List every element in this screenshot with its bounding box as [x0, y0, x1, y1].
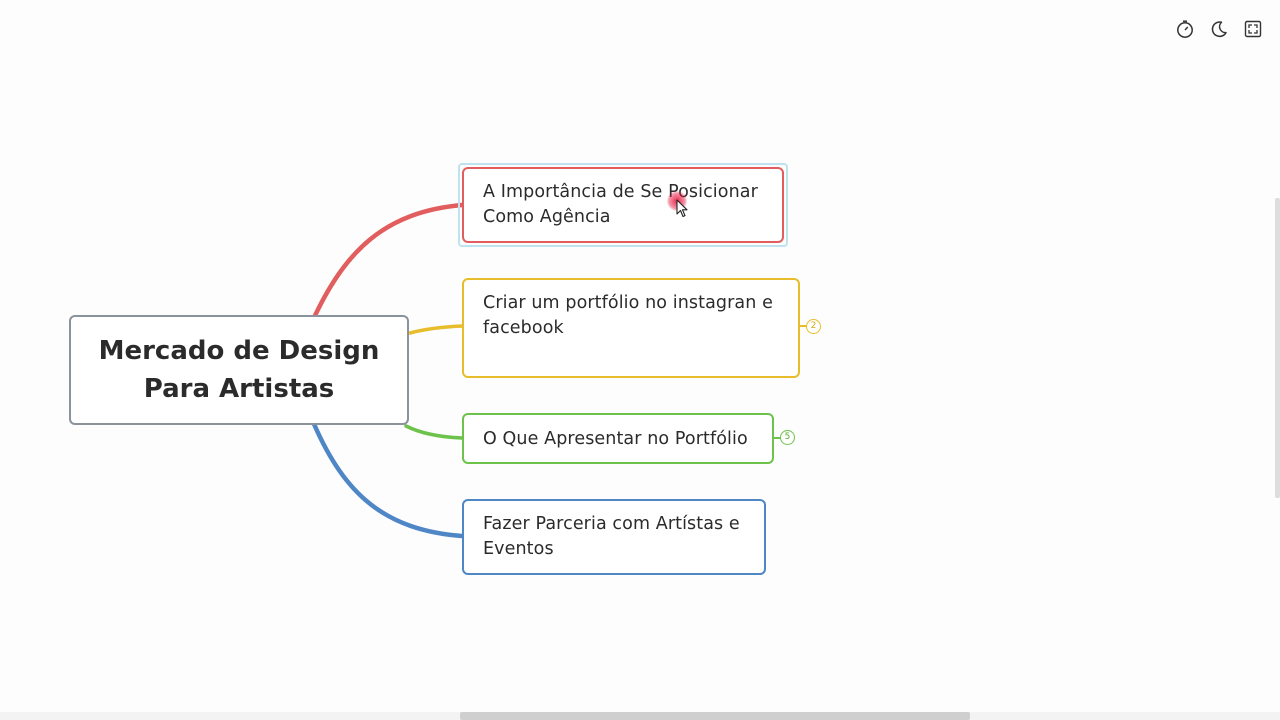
moon-icon — [1211, 21, 1227, 38]
horizontal-scrollbar-thumb[interactable] — [460, 712, 970, 720]
connector-yellow — [408, 324, 464, 335]
collapsed-children-badge[interactable]: 5 — [780, 430, 795, 445]
connector-green — [404, 424, 464, 440]
toolbar — [1172, 16, 1266, 42]
central-topic-line-1: Mercado de Design — [98, 336, 380, 366]
fullscreen-icon — [1244, 20, 1262, 38]
topic-fazer-parceria[interactable]: Fazer Parceria com Artístas e Eventos — [462, 499, 766, 575]
fullscreen-button[interactable] — [1240, 16, 1266, 42]
topic-label-line-1: Criar um portfólio no instagran e — [483, 293, 773, 313]
topic-label-line-1: Fazer Parceria com Artístas e — [483, 514, 740, 534]
vertical-scrollbar-thumb[interactable] — [1275, 198, 1280, 498]
topic-label-line-2: Eventos — [483, 539, 554, 559]
topic-o-que-apresentar[interactable]: O Que Apresentar no Portfólio — [462, 413, 774, 464]
topic-importancia-posicionar[interactable]: A Importância de Se Posicionar Como Agên… — [462, 167, 784, 243]
connector-blue — [311, 421, 465, 539]
topic-label-line-2: facebook — [483, 318, 564, 338]
collapsed-children-badge[interactable]: 2 — [806, 319, 821, 334]
topic-label-line-2: Como Agência — [483, 207, 611, 227]
stopwatch-icon — [1177, 20, 1193, 38]
selection-outline — [458, 163, 788, 247]
topic-label: O Que Apresentar no Portfólio — [483, 429, 748, 449]
central-topic-line-2: Para Artistas — [143, 374, 335, 404]
topic-criar-portfolio[interactable]: Criar um portfólio no instagran e facebo… — [462, 278, 800, 378]
timer-button[interactable] — [1172, 16, 1198, 42]
dark-mode-button[interactable] — [1206, 16, 1232, 42]
topic-label-line-1: A Importância de Se Posicionar — [483, 182, 758, 202]
central-topic[interactable]: Mercado de Design Para Artistas — [69, 315, 409, 425]
connector-red — [309, 202, 465, 325]
